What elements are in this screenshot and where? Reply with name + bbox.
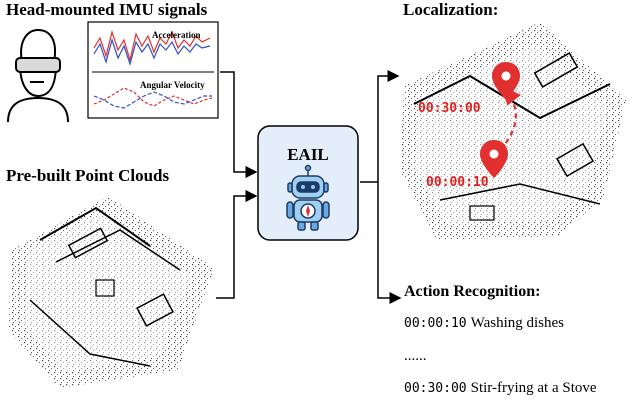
arrow-pointcloud-to-eail (216, 190, 258, 299)
angular-velocity-curve-blue (93, 91, 212, 109)
angular-velocity-curve-red (93, 87, 213, 107)
acceleration-curve-blue (93, 37, 211, 67)
arrow-eail-to-localization (377, 70, 400, 182)
action-timestamp: 00:00:10 (404, 316, 467, 331)
connector-arrows (216, 70, 402, 304)
acceleration-label: Acceleration (152, 30, 200, 40)
arrow-imu-to-eail (220, 71, 258, 178)
arrow-eail-to-action (377, 182, 402, 304)
angular-velocity-label: Angular Velocity (140, 80, 205, 90)
action-timestamp: 00:30:00 (404, 381, 467, 396)
action-text: Stir-frying at a Stove (470, 380, 597, 396)
action-text: Washing dishes (470, 315, 564, 331)
localization-timestamp-2: 00:00:10 (426, 175, 489, 190)
localization-timestamp-1: 00:30:00 (418, 101, 481, 116)
acceleration-curve-red (93, 29, 211, 63)
prebuilt-point-cloud-map (8, 196, 214, 388)
location-pin-icon-end (492, 62, 520, 100)
person-vr-headset-icon (7, 28, 69, 123)
imu-signal-plot: Acceleration Angular Velocity (87, 21, 219, 119)
action-recognition-title: Action Recognition: (404, 283, 541, 300)
action-list-ellipsis: ...... (404, 348, 427, 364)
robot-icon (286, 164, 330, 231)
point-clouds-title: Pre-built Point Clouds (6, 166, 170, 185)
eail-label: EAIL (287, 145, 329, 164)
localization-title: Localization: (403, 0, 499, 19)
location-pin-icon-start (480, 140, 508, 178)
imu-signals-title: Head-mounted IMU signals (6, 0, 208, 19)
eail-box: EAIL (257, 125, 359, 241)
